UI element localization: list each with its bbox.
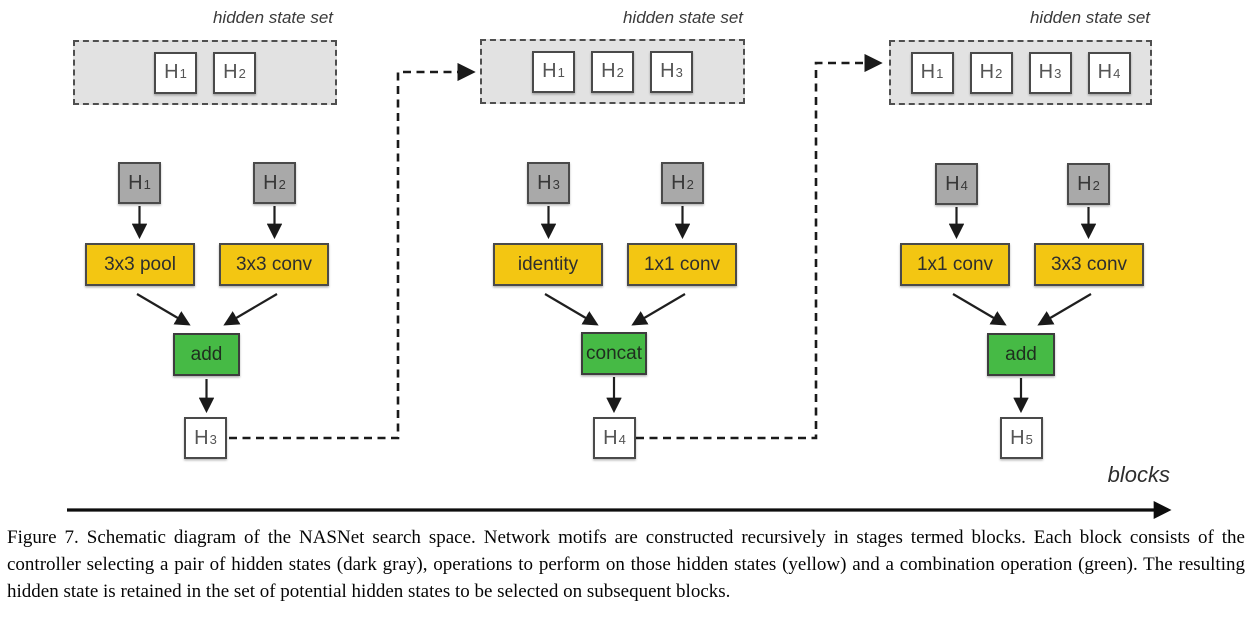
state-label-sub: 2 bbox=[278, 176, 286, 192]
state-label-sub: 3 bbox=[675, 65, 683, 80]
state-label-sub: 2 bbox=[995, 66, 1003, 81]
operation-box: 3x3 conv bbox=[1034, 243, 1144, 286]
operation-box: identity bbox=[493, 243, 603, 286]
block2-arrows bbox=[540, 206, 691, 414]
combine-box: concat bbox=[581, 332, 647, 375]
state-label-base: H bbox=[603, 426, 618, 449]
combine-box: add bbox=[173, 333, 240, 376]
operation-box: 3x3 conv bbox=[219, 243, 329, 286]
state-label-base: H bbox=[164, 61, 179, 83]
state-label-base: H bbox=[671, 171, 686, 194]
state-label-sub: 5 bbox=[1025, 431, 1033, 447]
operation-box: 1x1 conv bbox=[900, 243, 1010, 286]
state-label-sub: 4 bbox=[1113, 66, 1121, 81]
state-label-base: H bbox=[128, 171, 143, 194]
hidden-state-set-title: hidden state set bbox=[622, 8, 743, 27]
state-label-base: H bbox=[1077, 172, 1092, 195]
state-label-base: H bbox=[979, 61, 995, 83]
state-label-base: H bbox=[194, 426, 209, 449]
state-label-sub: 1 bbox=[179, 66, 187, 81]
state-label-sub: 2 bbox=[686, 176, 694, 192]
state-label-sub: 4 bbox=[618, 431, 626, 447]
state-label-sub: 1 bbox=[557, 65, 565, 80]
state-label-base: H bbox=[1038, 61, 1054, 83]
state-label-base: H bbox=[601, 60, 616, 82]
state-label-sub: 3 bbox=[1054, 66, 1062, 81]
state-label-sub: 4 bbox=[960, 177, 968, 193]
recursive-dashed-connectors bbox=[229, 53, 883, 440]
state-label-base: H bbox=[542, 60, 557, 82]
state-label-base: H bbox=[537, 171, 552, 194]
hidden-state-set-title: hidden state set bbox=[1029, 8, 1150, 27]
state-label-base: H bbox=[945, 172, 960, 195]
state-label-base: H bbox=[223, 61, 238, 83]
block3-arrows bbox=[948, 207, 1097, 414]
state-label-sub: 1 bbox=[143, 176, 151, 192]
block1-arrows bbox=[131, 206, 283, 414]
state-label-sub: 2 bbox=[1092, 177, 1100, 193]
operation-box: 1x1 conv bbox=[627, 243, 737, 286]
state-label-base: H bbox=[1010, 426, 1025, 449]
operation-box: 3x3 pool bbox=[85, 243, 195, 286]
state-label-sub: 1 bbox=[936, 66, 944, 81]
state-label-sub: 2 bbox=[616, 65, 624, 80]
state-label-sub: 3 bbox=[209, 431, 217, 447]
state-label-base: H bbox=[1097, 61, 1113, 83]
blocks-axis-label: blocks bbox=[1107, 462, 1170, 487]
state-label-sub: 3 bbox=[552, 176, 560, 192]
state-label-base: H bbox=[660, 60, 675, 82]
hidden-state-set-title: hidden state set bbox=[212, 8, 333, 27]
state-label-sub: 2 bbox=[238, 66, 246, 81]
state-label-base: H bbox=[263, 171, 278, 194]
combine-box: add bbox=[987, 333, 1055, 376]
state-label-base: H bbox=[920, 61, 936, 83]
figure-caption: Figure 7. Schematic diagram of the NASNe… bbox=[7, 527, 1245, 602]
